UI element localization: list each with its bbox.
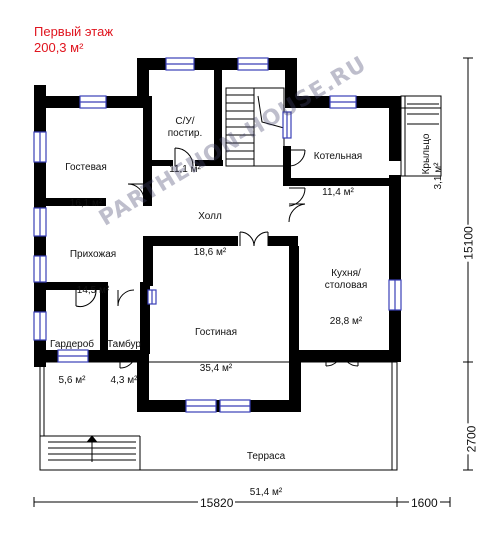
room-terrace-name: Терраса — [246, 451, 286, 462]
room-vestibule-area: 4,3 м² — [110, 375, 138, 386]
room-kitchen-area: 28,8 м² — [329, 316, 363, 327]
room-wardrobe-area: 5,6 м² — [58, 375, 86, 386]
room-guest: Гостевая 16,1 м² — [65, 138, 107, 222]
room-vestibule: Тамбур 4,3 м² — [107, 315, 141, 399]
room-living-name: Гостиная — [195, 327, 237, 338]
floor-area: 200,3 м² — [34, 40, 84, 55]
room-wardrobe: Гардероб 5,6 м² — [50, 315, 94, 399]
room-terrace-area: 51,4 м² — [249, 487, 283, 498]
dimension-width-porch: 1600 — [409, 496, 440, 510]
dimension-depth-terrace: 2700 — [464, 423, 479, 455]
room-hall-name: Холл — [198, 211, 222, 222]
dimension-width-main: 15820 — [198, 496, 236, 510]
room-terrace: Терраса 51,4 м² — [247, 427, 285, 511]
floor-title-block: Первый этаж 200,3 м² — [34, 24, 113, 56]
terrace — [39, 361, 398, 471]
room-boiler-area: 11,4 м² — [322, 187, 354, 198]
room-entry-name: Прихожая — [69, 249, 117, 260]
room-wardrobe-name: Гардероб — [50, 339, 94, 350]
room-guest-area: 16,1 м² — [69, 198, 103, 209]
floor-title: Первый этаж — [34, 24, 114, 39]
windows — [33, 57, 402, 413]
room-vestibule-name: Тамбур — [107, 339, 141, 350]
room-boiler: Котельная 11,4 м² — [314, 127, 362, 211]
room-porch-area: 3,1 м² — [433, 162, 444, 190]
room-bath-area: 11,1 м² — [169, 164, 201, 175]
terrace-stairs — [48, 435, 136, 462]
room-hall: Холл 18,6 м² — [194, 187, 226, 271]
room-kitchen: Кухня/ столовая 28,8 м² — [325, 244, 368, 340]
room-guest-name: Гостевая — [65, 162, 107, 173]
room-bath-name: С/У/ постир. — [167, 116, 203, 139]
room-hall-area: 18,6 м² — [193, 247, 227, 258]
porch — [400, 95, 442, 177]
dimension-depth-main: 15100 — [461, 224, 476, 262]
room-entry-area: 14,5 м² — [76, 285, 110, 296]
dimension-lines — [33, 57, 473, 507]
room-porch-area-wrap: 3,1 м² — [409, 163, 457, 190]
room-kitchen-name: Кухня/ столовая — [324, 268, 368, 291]
room-living: Гостиная 35,4 м² — [195, 303, 237, 387]
room-boiler-name: Котельная — [313, 151, 363, 162]
doors — [75, 147, 359, 369]
room-bath: С/У/ постир. 11,1 м² — [168, 92, 202, 188]
interior-walls — [46, 58, 393, 356]
porch-stairs — [407, 103, 439, 125]
room-entry: Прихожая 14,5 м² — [70, 225, 116, 309]
room-living-area: 35,4 м² — [199, 363, 233, 374]
